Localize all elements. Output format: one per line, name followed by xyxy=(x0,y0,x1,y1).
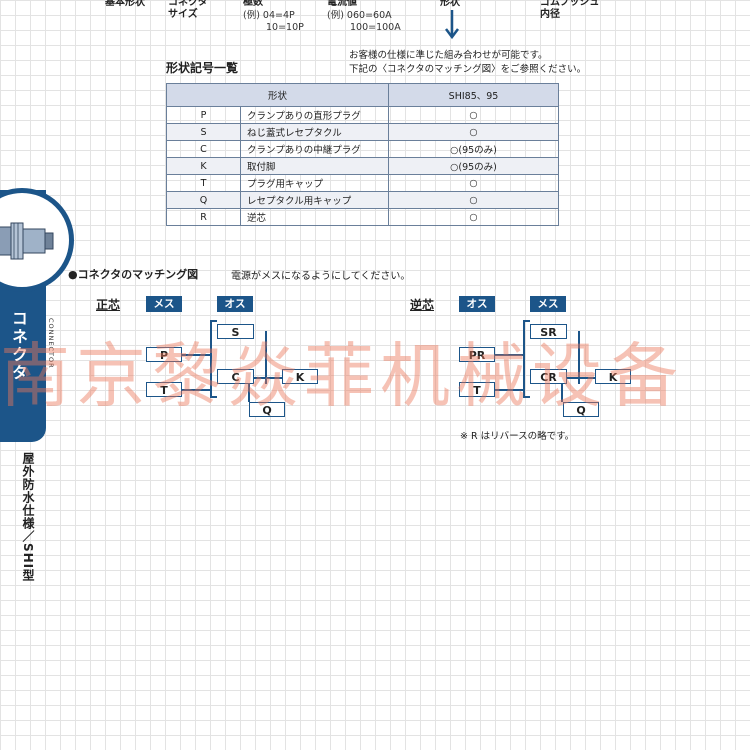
table-cell-name: 取付脚 xyxy=(240,157,389,175)
header-current-ex2: 100=100A xyxy=(350,22,401,33)
box-k: K xyxy=(282,369,318,384)
series-vertical-label: 屋外防水仕様／SHI型 xyxy=(21,452,35,583)
band-label: コネクタ xyxy=(9,310,28,382)
header-size: サイズ xyxy=(168,9,198,20)
connector-line xyxy=(248,384,250,402)
box-s: S xyxy=(217,324,254,339)
table-cell-value: ○ xyxy=(388,208,559,226)
connector-image-circle xyxy=(0,188,74,292)
connector-line xyxy=(182,354,211,356)
shape-code-table: 形状 SHI85、95 P クランプありの直形プラグ ○ S ねじ蓋式レセプタク… xyxy=(166,83,559,226)
shape-note-1: お客様の仕様に準じた組み合わせが可能です。 xyxy=(349,50,548,61)
header-poles-ex2: 10=10P xyxy=(266,22,304,33)
table-cell-value: ○ xyxy=(388,191,559,209)
table-cell-code: T xyxy=(166,174,241,192)
table-row: P クランプありの直形プラグ ○ xyxy=(166,106,559,124)
reverse-core-label: 逆芯 xyxy=(410,298,435,312)
header-basic-shape: 基本形状 xyxy=(105,0,145,8)
header-current-ex1: (例) 060=60A xyxy=(327,10,392,21)
connector-line xyxy=(523,320,530,322)
table-header-shape: 形状 xyxy=(166,83,389,107)
table-row: R 逆芯 ○ xyxy=(166,208,559,226)
table-cell-value: ○ xyxy=(388,174,559,192)
box-k: K xyxy=(595,369,631,384)
band-label-en: CONNECTOR xyxy=(47,318,55,369)
watermark-text: 南京黎焱菲机械设备 xyxy=(0,335,684,417)
matching-title: ●コネクタのマッチング図 xyxy=(68,268,199,281)
connector-line xyxy=(523,320,525,397)
table-row: S ねじ蓋式レセプタクル ○ xyxy=(166,123,559,141)
table-cell-name: 逆芯 xyxy=(240,208,389,226)
header-bushing-inner: 内径 xyxy=(540,9,560,20)
connector-line xyxy=(495,354,524,356)
normal-male-tag: オス xyxy=(217,296,253,312)
table-cell-code: Q xyxy=(166,191,241,209)
normal-female-tag: メス xyxy=(146,296,182,312)
table-header-model: SHI85、95 xyxy=(388,83,559,107)
table-cell-code: P xyxy=(166,106,241,124)
table-cell-value: ○(95のみ) xyxy=(388,140,559,158)
arrow-down-icon xyxy=(445,10,459,40)
connector-line xyxy=(265,331,267,384)
shape-list-title: 形状記号一覧 xyxy=(166,61,239,75)
table-cell-value: ○(95のみ) xyxy=(388,157,559,175)
table-header-row: 形状 SHI85、95 xyxy=(166,83,559,107)
header-shape: 形状 xyxy=(440,0,460,8)
table-row: Q レセプタクル用キャップ ○ xyxy=(166,191,559,209)
header-current: 電流値 xyxy=(327,0,357,8)
table-row: T プラグ用キャップ ○ xyxy=(166,174,559,192)
footnote: ※ R はリバースの略です。 xyxy=(460,431,575,442)
table-cell-name: レセプタクル用キャップ xyxy=(240,191,389,209)
header-bushing: ゴムブッシュ xyxy=(540,0,600,8)
box-cr: CR xyxy=(530,369,567,384)
header-poles: 極数 xyxy=(243,0,263,8)
connector-line xyxy=(254,377,282,379)
table-row: K 取付脚 ○(95のみ) xyxy=(166,157,559,175)
table-cell-code: R xyxy=(166,208,241,226)
connector-line xyxy=(182,389,211,391)
reverse-female-tag: メス xyxy=(530,296,566,312)
table-cell-code: C xyxy=(166,140,241,158)
header-poles-ex1: (例) 04=4P xyxy=(243,10,295,21)
box-t: T xyxy=(146,382,182,397)
connector-line xyxy=(210,396,217,398)
shape-note-2: 下記の〈コネクタのマッチング図〉をご参照ください。 xyxy=(349,64,587,75)
box-c: C xyxy=(217,369,254,384)
table-cell-name: クランプありの中継プラグ xyxy=(240,140,389,158)
table-cell-value: ○ xyxy=(388,123,559,141)
table-cell-name: ねじ蓋式レセプタクル xyxy=(240,123,389,141)
box-sr: SR xyxy=(530,324,567,339)
table-cell-name: クランプありの直形プラグ xyxy=(240,106,389,124)
table-cell-code: K xyxy=(166,157,241,175)
connector-icon xyxy=(0,222,54,260)
normal-core-label: 正芯 xyxy=(96,298,121,312)
box-pr: PR xyxy=(459,347,495,362)
connector-line xyxy=(567,377,595,379)
box-q: Q xyxy=(563,402,599,417)
table-row: C クランプありの中継プラグ ○(95のみ) xyxy=(166,140,559,158)
connector-line xyxy=(210,320,212,397)
table-cell-name: プラグ用キャップ xyxy=(240,174,389,192)
table-cell-value: ○ xyxy=(388,106,559,124)
connector-line xyxy=(561,384,563,402)
box-q: Q xyxy=(249,402,285,417)
table-cell-code: S xyxy=(166,123,241,141)
box-p: P xyxy=(146,347,182,362)
header-connector: コネクタ xyxy=(168,0,208,8)
matching-subtitle: 電源がメスになるようにしてください。 xyxy=(231,271,411,282)
connector-line xyxy=(210,320,217,322)
connector-line xyxy=(523,396,530,398)
connector-line xyxy=(578,331,580,384)
connector-line xyxy=(495,389,524,391)
reverse-male-tag: オス xyxy=(459,296,495,312)
box-t: T xyxy=(459,382,495,397)
